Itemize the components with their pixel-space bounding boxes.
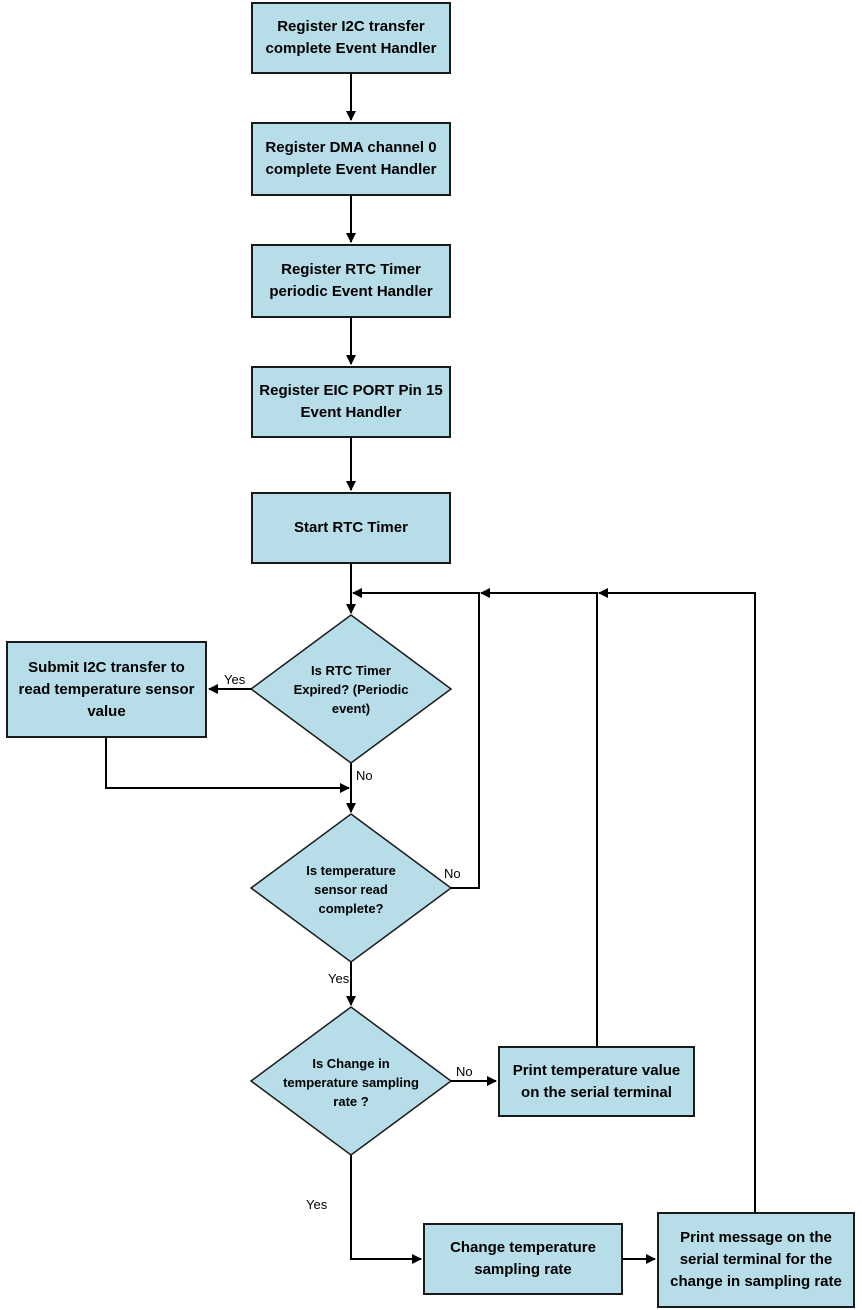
register-i2c-handler-box: Register I2C transfer complete Event Han… <box>251 2 451 74</box>
print-temperature-box: Print temperature value on the serial te… <box>498 1046 695 1117</box>
loop-read-no <box>352 588 480 889</box>
label-read-no: No <box>444 866 461 881</box>
change-sampling-rate-box: Change temperature sampling rate <box>423 1223 623 1295</box>
decision-rate-change: Is Change in temperature sampling rate ? <box>283 1055 419 1109</box>
start-rtc-timer-box: Start RTC Timer <box>251 492 451 564</box>
arrow-rate-yes <box>350 1155 422 1264</box>
label-rtc-yes: Yes <box>224 672 246 687</box>
label-read-yes: Yes <box>328 971 350 986</box>
decision-read-complete: Is temperature sensor read complete? <box>306 862 396 916</box>
decision-rtc-expired: Is RTC Timer Expired? (Periodic event) <box>293 662 409 716</box>
loop-print-temp <box>480 588 598 1046</box>
submit-i2c-transfer-box: Submit I2C transfer to read temperature … <box>6 641 207 738</box>
print-message-box: Print message on the serial terminal for… <box>657 1212 855 1308</box>
register-eic-handler-box: Register EIC PORT Pin 15 Event Handler <box>251 366 451 438</box>
register-dma-handler-box: Register DMA channel 0 complete Event Ha… <box>251 122 451 196</box>
arrow-submit-return <box>105 738 350 793</box>
label-rate-yes: Yes <box>306 1197 328 1212</box>
label-rtc-no: No <box>356 768 373 783</box>
register-rtc-handler-box: Register RTC Timer periodic Event Handle… <box>251 244 451 318</box>
loop-print-msg <box>598 588 756 1212</box>
label-rate-no: No <box>456 1064 473 1079</box>
